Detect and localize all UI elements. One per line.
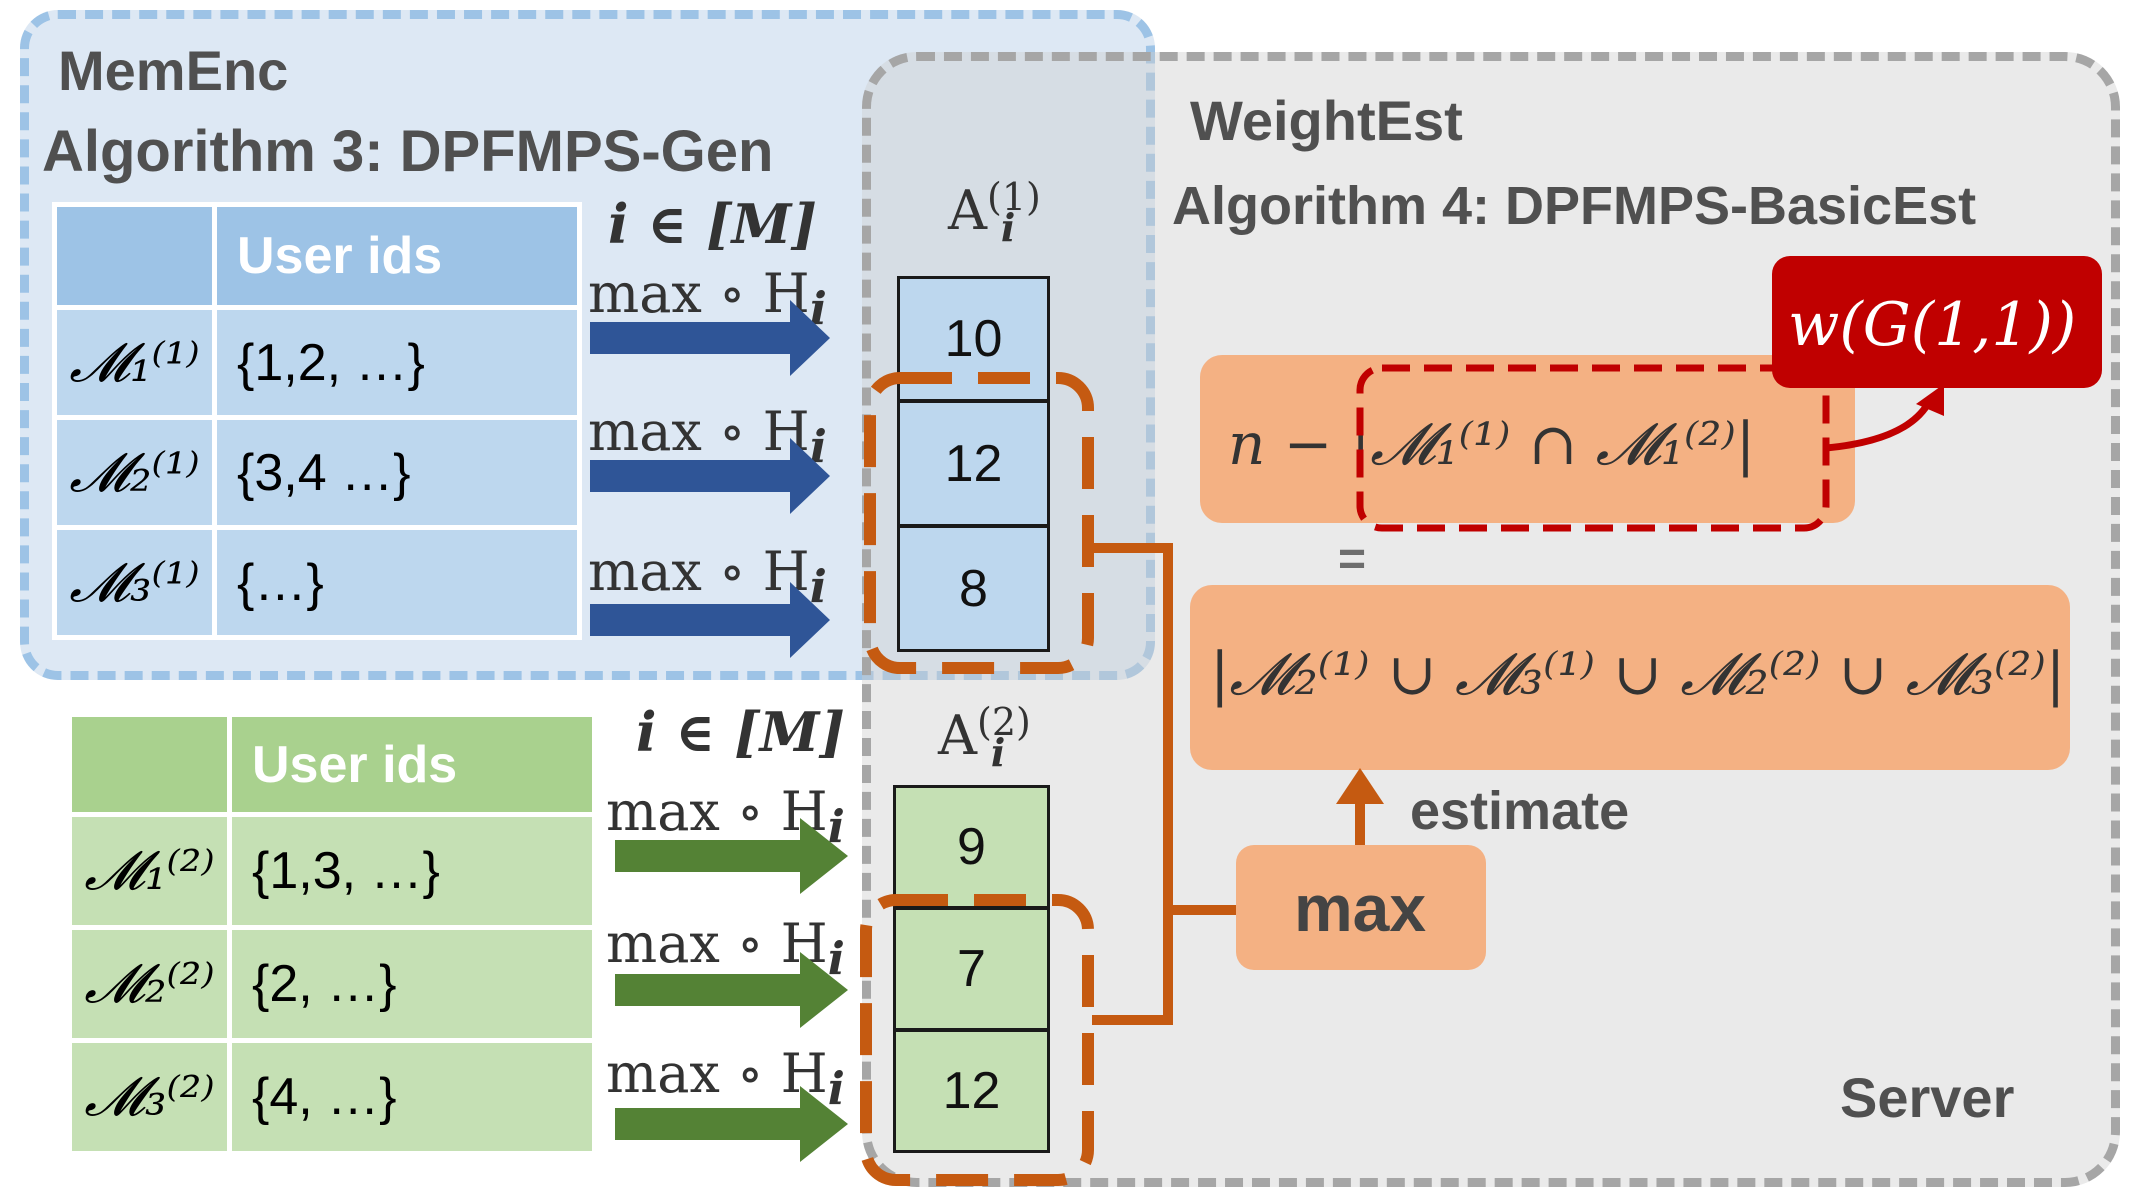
array2-selection-highlight: [860, 894, 1094, 1186]
hash-label: max ∘ Hi: [606, 780, 845, 853]
arrow-right-icon: [615, 818, 848, 894]
arrow-right-icon: [590, 438, 830, 514]
set-symbol: 𝓜₁⁽²⁾: [72, 817, 227, 925]
memenc-title: MemEnc: [58, 39, 289, 102]
union-expression: |𝓜₂⁽¹⁾ ∪ 𝓜₃⁽¹⁾ ∪ 𝓜₂⁽²⁾ ∪ 𝓜₃⁽²⁾|: [1210, 640, 2066, 708]
table-header: User ids: [232, 717, 592, 812]
intersection-expression-box: [1200, 355, 1855, 523]
party1-user-table: User ids 𝓜₁⁽¹⁾ {1,2, …} 𝓜₂⁽¹⁾ {3,4 …} 𝓜₃…: [52, 202, 582, 640]
table-header: User ids: [217, 207, 577, 305]
max-box: [1236, 845, 1486, 970]
equals-sign: =: [1338, 533, 1367, 586]
index-label-1: i ∈ [M]: [608, 192, 817, 256]
array1-selection-highlight: [864, 372, 1094, 674]
set-symbol: 𝓜₁⁽¹⁾: [57, 310, 212, 415]
table-row: 𝓜₁⁽²⁾ {1,3, …}: [72, 817, 592, 925]
arrow-up-icon: [1916, 384, 1944, 416]
green-arrows: [615, 818, 848, 1162]
hash-label: max ∘ Hi: [588, 262, 827, 335]
server-title: WeightEst: [1190, 89, 1463, 152]
set-symbol: 𝓜₃⁽¹⁾: [57, 530, 212, 635]
party2-user-table: User ids 𝓜₁⁽²⁾ {1,3, …} 𝓜₂⁽²⁾ {2, …} 𝓜₃⁽…: [67, 712, 597, 1156]
blue-arrows: [590, 300, 830, 658]
array2-to-max-connector: [1092, 910, 1173, 1025]
table-row: 𝓜₂⁽¹⁾ {3,4 …}: [57, 420, 577, 525]
user-ids: {3,4 …}: [217, 420, 577, 525]
hash-label: max ∘ Hi: [588, 400, 827, 473]
hash-label: max ∘ Hi: [606, 1042, 845, 1115]
user-ids: {2, …}: [232, 930, 592, 1038]
arrow-right-icon: [615, 952, 848, 1028]
arrow-right-icon: [615, 1086, 848, 1162]
index-label-2: i ∈ [M]: [636, 700, 845, 764]
table-row: 𝓜₂⁽²⁾ {2, …}: [72, 930, 592, 1038]
array2-cell: 9: [893, 785, 1050, 909]
arrow-right-icon: [590, 582, 830, 658]
table-row: 𝓜₃⁽¹⁾ {…}: [57, 530, 577, 635]
union-expression-box: [1190, 585, 2070, 770]
set-symbol: 𝓜₂⁽¹⁾: [57, 420, 212, 525]
array2-cell: 7: [893, 907, 1050, 1031]
server-algorithm-title: Algorithm 4: DPFMPS-BasicEst: [1172, 176, 1977, 236]
table-corner-cell: [72, 717, 227, 812]
weight-arrow: [1825, 398, 1934, 452]
user-ids: {4, …}: [232, 1043, 592, 1151]
intersection-highlight: [1356, 364, 1830, 532]
arrow-right-icon: [590, 300, 830, 376]
user-ids: {1,2, …}: [217, 310, 577, 415]
array1-cell: 8: [897, 525, 1050, 652]
max-operator: max: [1294, 871, 1427, 945]
estimate-label: estimate: [1410, 781, 1630, 841]
user-ids: {…}: [217, 530, 577, 635]
array2-label: A(2)i: [938, 700, 1031, 775]
table-row: 𝓜₃⁽²⁾ {4, …}: [72, 1043, 592, 1151]
weight-label: w(G(1,1)): [1788, 290, 2077, 360]
array2-cell: 12: [893, 1029, 1050, 1153]
hash-label: max ∘ Hi: [588, 540, 827, 613]
table-corner-cell: [57, 207, 212, 305]
table-row: 𝓜₁⁽¹⁾ {1,2, …}: [57, 310, 577, 415]
user-ids: {1,3, …}: [232, 817, 592, 925]
array1-to-max-connector: [1092, 543, 1236, 915]
server-label: Server: [1840, 1066, 2015, 1129]
memenc-algorithm-title: Algorithm 3: DPFMPS-Gen: [42, 119, 774, 184]
set-symbol: 𝓜₂⁽²⁾: [72, 930, 227, 1038]
set-symbol: 𝓜₃⁽²⁾: [72, 1043, 227, 1151]
weight-output-box: [1772, 256, 2102, 388]
intersection-expression: n − |𝓜₁⁽¹⁾ ∩ 𝓜₁⁽²⁾|: [1228, 410, 1756, 478]
hash-label: max ∘ Hi: [606, 912, 845, 985]
arrow-up-icon: [1336, 768, 1384, 804]
array1-label: A(1)i: [948, 175, 1041, 250]
